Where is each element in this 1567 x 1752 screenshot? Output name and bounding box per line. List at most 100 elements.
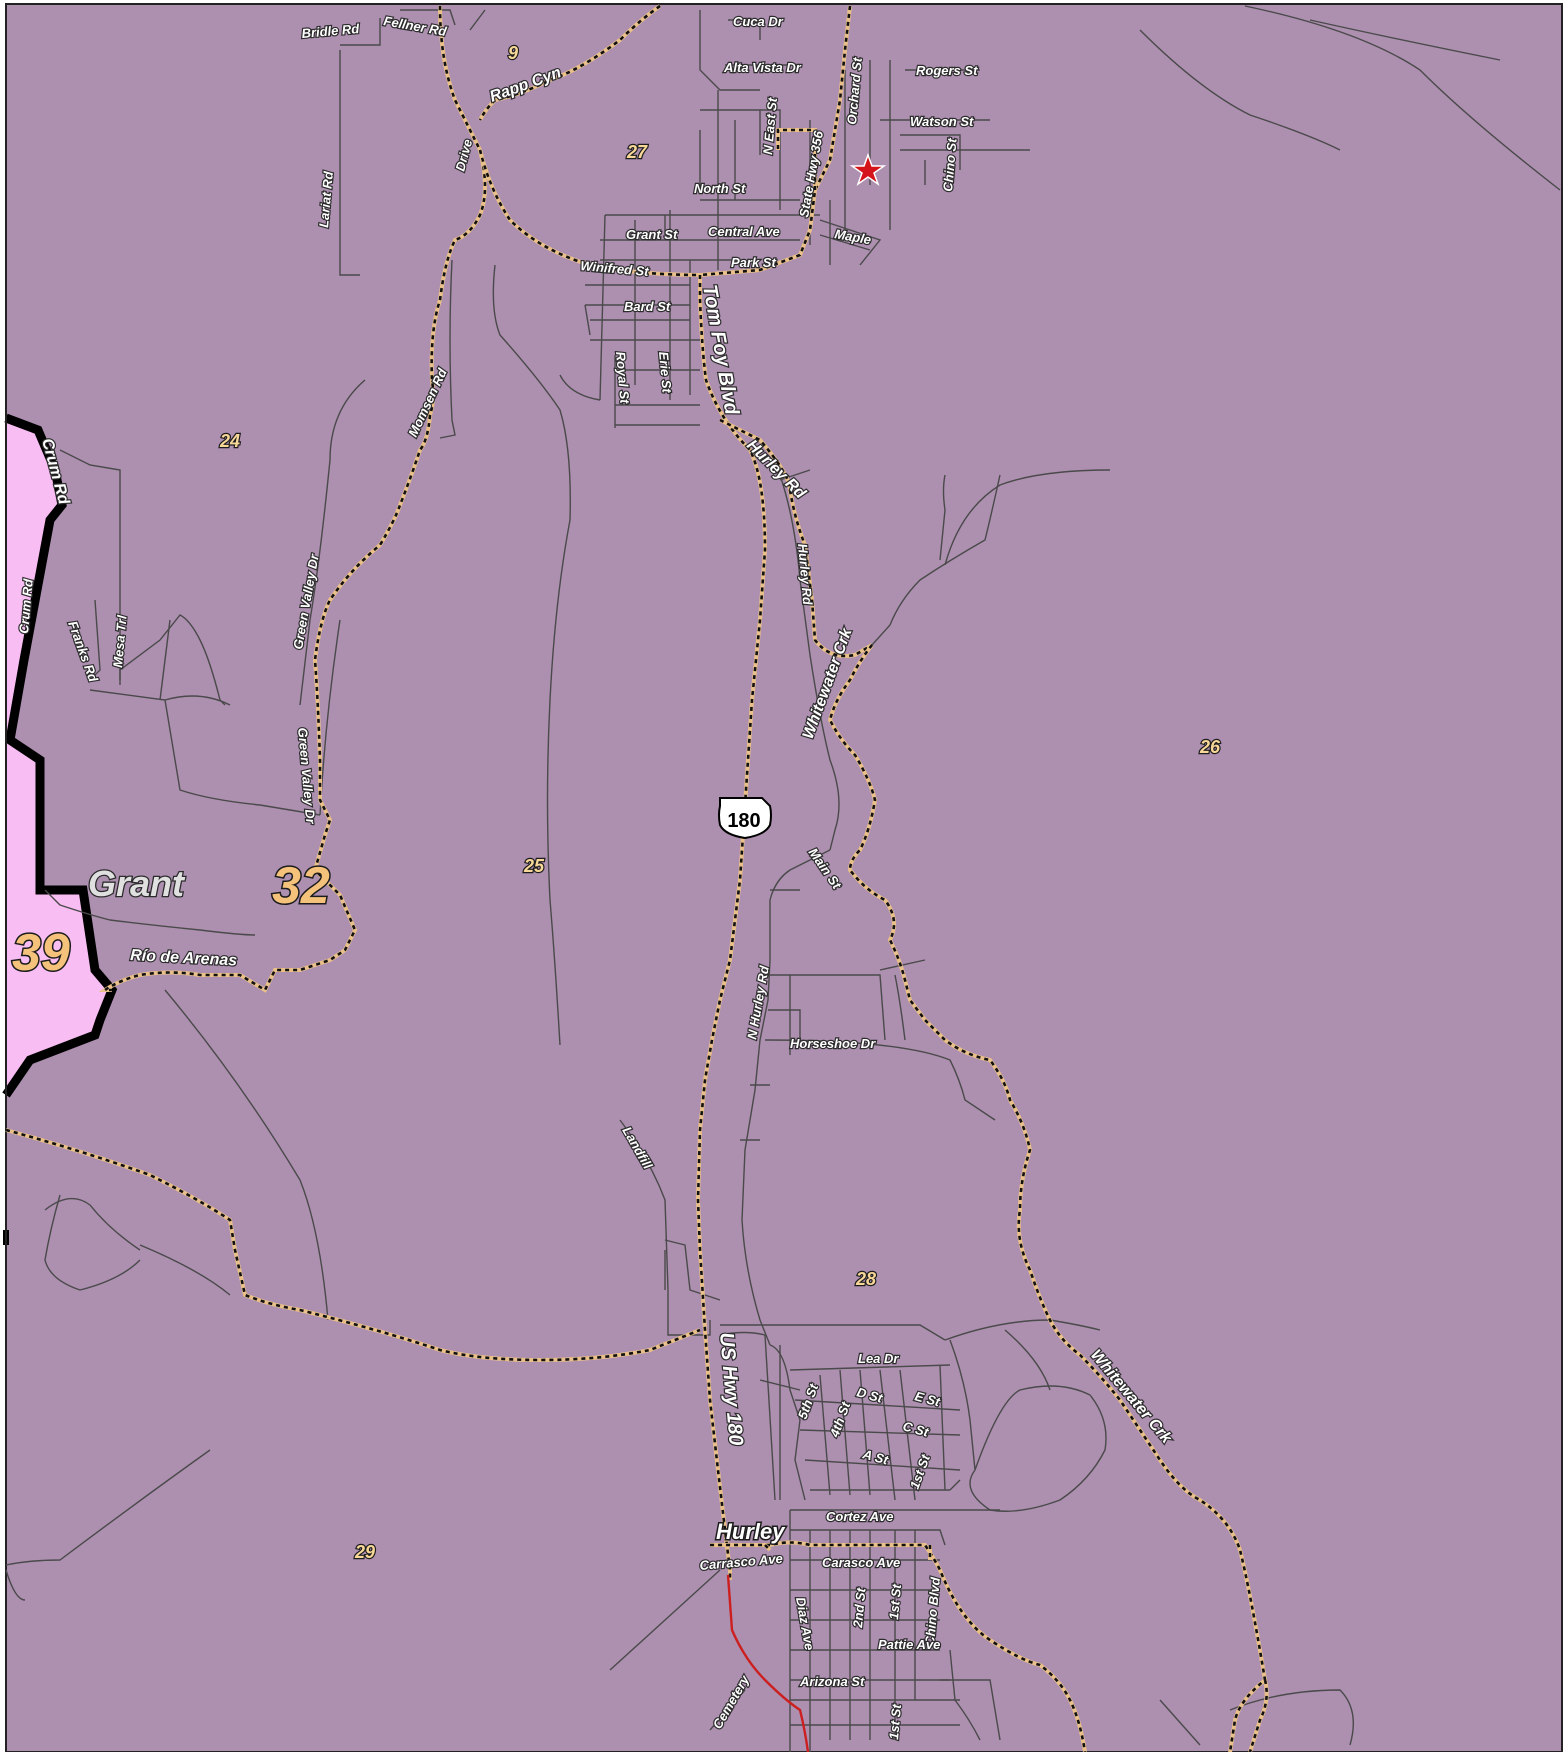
precinct-number: 9 bbox=[508, 43, 518, 63]
road bbox=[819, 234, 871, 251]
road bbox=[439, 259, 456, 439]
road bbox=[1004, 1329, 1051, 1391]
street-label: Hurley Rd bbox=[795, 543, 815, 607]
precinct-number: 24 bbox=[219, 431, 240, 451]
road bbox=[768, 974, 886, 1041]
road bbox=[1229, 1689, 1354, 1746]
district-number-neighbor: 39 bbox=[12, 924, 70, 982]
road bbox=[492, 264, 571, 1046]
street-label: Winifred St bbox=[580, 258, 650, 279]
street-label: Central Ave bbox=[708, 224, 780, 239]
road bbox=[89, 689, 321, 816]
street-label: Rogers St bbox=[916, 63, 978, 78]
precinct-boundary bbox=[776, 128, 817, 190]
street-label: Grant St bbox=[626, 227, 678, 242]
precinct-number: 27 bbox=[626, 142, 648, 162]
street-label: Bridle Rd bbox=[301, 21, 361, 41]
highway-red-route bbox=[726, 1574, 810, 1752]
road bbox=[804, 1459, 961, 1471]
road bbox=[164, 695, 231, 706]
road bbox=[89, 599, 101, 681]
road bbox=[119, 614, 226, 706]
precinct-boundary bbox=[696, 275, 767, 1580]
street-label: Lea Dr bbox=[858, 1351, 899, 1366]
street-label: 2nd St bbox=[850, 1587, 869, 1630]
precinct-boundary bbox=[1248, 1679, 1268, 1752]
road bbox=[789, 1364, 951, 1371]
road bbox=[939, 474, 946, 561]
street-label: Horseshoe Dr bbox=[790, 1036, 876, 1051]
district-number-main: 32 bbox=[272, 857, 330, 915]
road bbox=[709, 1689, 746, 1731]
precinct-boundary bbox=[100, 5, 487, 992]
district-32-area bbox=[6, 4, 1562, 1752]
road bbox=[819, 1374, 831, 1496]
road bbox=[741, 849, 831, 1346]
road bbox=[949, 1339, 976, 1471]
road bbox=[599, 214, 606, 401]
road bbox=[944, 1319, 1101, 1341]
road bbox=[949, 1649, 981, 1741]
road bbox=[5, 1449, 211, 1566]
precinct-number: 25 bbox=[523, 856, 545, 876]
road bbox=[139, 1244, 231, 1296]
street-label: Royal St bbox=[613, 351, 633, 405]
road bbox=[809, 654, 840, 851]
road bbox=[1139, 29, 1341, 151]
star-marker bbox=[849, 152, 887, 186]
road bbox=[44, 1194, 141, 1291]
precinct-number: 28 bbox=[855, 1269, 876, 1289]
street-label: Alta Vista Dr bbox=[723, 60, 802, 75]
county-label: Grant bbox=[88, 863, 186, 904]
road bbox=[469, 9, 486, 31]
precinct-number: 26 bbox=[1199, 737, 1221, 757]
us-180-shield: 180 bbox=[718, 797, 772, 840]
shield-outline-icon bbox=[718, 797, 772, 840]
road bbox=[769, 1344, 806, 1501]
city-label: Hurley bbox=[716, 1519, 786, 1544]
highway-shield-label: 180 bbox=[727, 810, 760, 832]
road bbox=[728, 19, 761, 40]
road bbox=[699, 10, 760, 91]
street-label: Chino St bbox=[940, 137, 960, 192]
road bbox=[740, 1324, 946, 1341]
precinct-boundary bbox=[828, 644, 1267, 1752]
street-label: Park St bbox=[731, 255, 776, 270]
road bbox=[900, 134, 961, 170]
street-label: North St bbox=[694, 181, 746, 196]
road bbox=[779, 474, 811, 656]
street-label: Arizona St bbox=[799, 1674, 865, 1689]
precinct-labels: 9 27 24 26 25 28 29 bbox=[218, 42, 1222, 1563]
road bbox=[59, 449, 121, 680]
street-label: Río de Arenas bbox=[130, 947, 238, 970]
district-border bbox=[2, 413, 118, 1098]
road bbox=[299, 379, 366, 706]
street-label: Lariat Rd bbox=[316, 170, 336, 228]
road bbox=[790, 1529, 946, 1546]
street-label: Pattie Ave bbox=[878, 1637, 940, 1652]
street-label: Orchard St bbox=[844, 56, 865, 125]
street-label: 1st St bbox=[886, 1703, 904, 1740]
road bbox=[949, 1479, 961, 1491]
street-label: Carasco Ave bbox=[822, 1555, 900, 1570]
street-label: Mesa Trl bbox=[110, 614, 130, 668]
road bbox=[768, 1009, 801, 1040]
road bbox=[159, 619, 171, 701]
street-label: Chino Blvd bbox=[922, 1576, 943, 1647]
road bbox=[44, 1197, 141, 1251]
road bbox=[939, 1364, 946, 1491]
road bbox=[859, 1369, 871, 1496]
street-label: Watson St bbox=[910, 114, 974, 129]
map-frame bbox=[5, 3, 1563, 1752]
road bbox=[340, 18, 381, 46]
street-label: Cuca Dr bbox=[733, 14, 784, 29]
road bbox=[799, 1429, 961, 1436]
street-label: Erie St bbox=[656, 351, 675, 394]
road bbox=[894, 974, 906, 1041]
precinct-boundary bbox=[719, 418, 873, 658]
street-label: Crum Rd bbox=[16, 577, 36, 634]
precinct-boundaries bbox=[5, 4, 1269, 1752]
road bbox=[5, 1569, 26, 1601]
